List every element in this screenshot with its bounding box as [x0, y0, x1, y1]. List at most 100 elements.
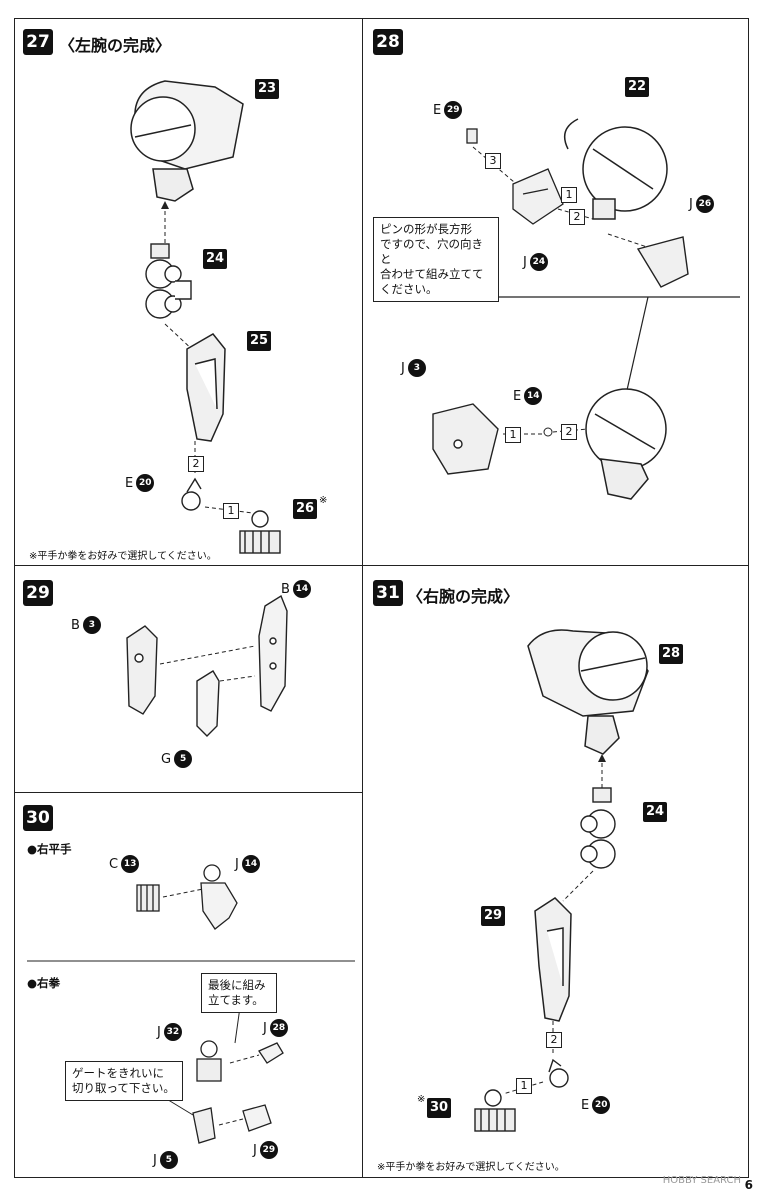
finger-part-c13 [136, 884, 160, 912]
ref-e29-letter: E [433, 102, 442, 118]
step-27-note: ※平手か拳をお好みで選択してください。 [29, 551, 217, 562]
part-label-30: 30 [427, 1098, 451, 1118]
ref-j26-number: 26 [695, 195, 714, 213]
step-28-panel: 28 [362, 18, 749, 566]
ref-j3-letter: J [401, 360, 405, 376]
step-31-note: ※平手か拳をお好みで選択してください。 [377, 1162, 565, 1173]
shoulder-part-23 [130, 80, 244, 202]
ref-j29-letter: J [253, 1142, 257, 1158]
order-marker-2: 2 [546, 1032, 562, 1048]
ref-c13-letter: C [109, 856, 119, 872]
step-31-number: 31 [373, 580, 403, 606]
hand-part-30 [474, 1089, 516, 1132]
order-marker-1: 1 [561, 187, 577, 203]
ref-b14: B 14 [281, 580, 311, 598]
ref-e20-number: 20 [136, 474, 155, 492]
ref-e14-letter: E [513, 388, 522, 404]
ref-b3-letter: B [71, 617, 80, 633]
ref-j24: J 24 [523, 253, 548, 271]
fist-part-j5 [192, 1107, 216, 1144]
ref-j3-number: 3 [407, 359, 426, 377]
watermark-logo: HOBBY SEARCH [662, 1175, 741, 1186]
forearm-assembly-illustration [126, 594, 288, 737]
page-number: 6 [744, 1178, 753, 1192]
order-marker-2b: 2 [561, 424, 577, 440]
forearm-half-b3 [126, 625, 158, 715]
step-28-number: 28 [373, 29, 403, 55]
step-30-panel: 30 ●右平手 ●右拳 C [14, 792, 363, 1178]
part-label-26: 26 [293, 499, 317, 519]
joint-part-24 [580, 787, 616, 869]
part-label-24: 24 [643, 802, 667, 822]
optional-mark: ※ [417, 1094, 426, 1105]
ref-j28-number: 28 [269, 1019, 288, 1037]
order-marker-1b: 1 [505, 427, 521, 443]
order-marker-1: 1 [223, 503, 239, 519]
step-31-panel: 31 〈右腕の完成〉 [362, 565, 749, 1178]
ref-j24-letter: J [523, 254, 527, 270]
open-hand-heading: ●右平手 [27, 842, 72, 856]
ref-c13-number: 13 [121, 855, 140, 873]
ref-e29-number: 29 [444, 101, 463, 119]
ref-j26-letter: J [689, 196, 693, 212]
ref-j28-letter: J [263, 1020, 267, 1036]
part-label-22: 22 [625, 77, 649, 97]
ref-j29: J 29 [253, 1141, 278, 1159]
ref-j5-number: 5 [159, 1151, 178, 1169]
ref-b14-letter: B [281, 581, 290, 597]
ref-e20: E 20 [125, 474, 155, 492]
step-27-title: 〈左腕の完成〉 [59, 36, 172, 55]
part-label-29: 29 [481, 906, 505, 926]
shoulder-part-28 [527, 629, 649, 755]
ref-j32-letter: J [157, 1024, 161, 1040]
inner-part-g5 [196, 670, 220, 737]
ref-e14-number: 14 [524, 387, 543, 405]
ref-c13: C 13 [109, 855, 140, 873]
ref-e20-letter: E [581, 1097, 590, 1113]
part-label-25: 25 [247, 331, 271, 351]
ref-e20-number: 20 [592, 1096, 611, 1114]
forearm-half-b14 [258, 594, 288, 712]
wrist-joint-e20 [181, 477, 202, 511]
part-label-23: 23 [255, 79, 279, 99]
ref-j32: J 32 [157, 1023, 182, 1041]
ref-b14-number: 14 [292, 580, 311, 598]
fingers-part-j29 [242, 1104, 272, 1132]
ref-j14-letter: J [235, 856, 239, 872]
ref-j24-number: 24 [529, 253, 548, 271]
left-arm-assembly-illustration [130, 80, 281, 554]
armor-part-j26 [636, 236, 689, 288]
shoulder-sphere-22 [563, 118, 668, 220]
joint-part-j24 [512, 168, 564, 225]
ref-b3: B 3 [71, 616, 101, 634]
step-27-panel: 27 〈左腕の完成〉 [14, 18, 363, 566]
step-30-number: 30 [23, 805, 53, 831]
shoulder-sphere-assembled [585, 388, 667, 500]
ref-e14: E 14 [513, 387, 543, 405]
optional-mark: ※ [319, 495, 328, 506]
right-arm-assembly-illustration [474, 629, 649, 1132]
ref-j5-letter: J [153, 1152, 157, 1168]
gate-trim-callout: ゲートをきれいに 切り取って下さい。 [65, 1061, 183, 1101]
ref-j14-number: 14 [241, 855, 260, 873]
part-label-28: 28 [659, 644, 683, 664]
order-marker-2: 2 [569, 209, 585, 225]
forearm-part-29 [534, 897, 572, 1022]
order-marker-3: 3 [485, 153, 501, 169]
part-label-24: 24 [203, 249, 227, 269]
ref-j28: J 28 [263, 1019, 288, 1037]
step-29-panel: 29 B 3 B 14 G 5 [14, 565, 363, 793]
forearm-part-25 [186, 333, 226, 442]
ref-j3: J 3 [401, 359, 426, 377]
ref-g5: G 5 [161, 750, 193, 768]
order-marker-2: 2 [188, 456, 204, 472]
ref-j26: J 26 [689, 195, 714, 213]
ref-b3-number: 3 [82, 616, 101, 634]
ref-e20: E 20 [581, 1096, 611, 1114]
ref-g5-letter: G [161, 751, 172, 767]
palm-part-j14 [200, 864, 238, 930]
ref-j14: J 14 [235, 855, 260, 873]
hands-illustration [27, 864, 355, 1144]
ref-e29: E 29 [433, 101, 463, 119]
joint-part-24 [145, 243, 192, 319]
